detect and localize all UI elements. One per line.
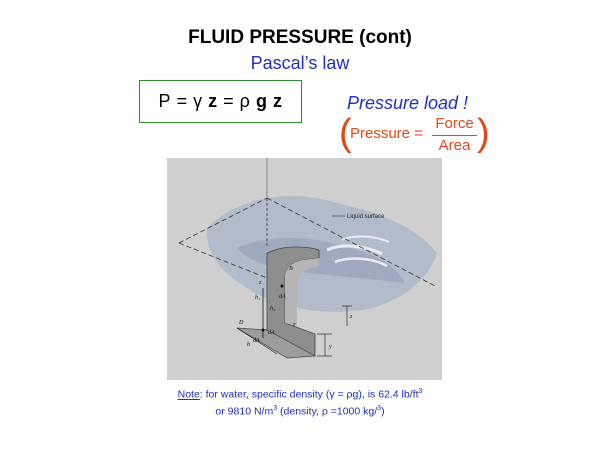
curved-plate-figure: Liquid surface B z dA h₂ h₁ D dA dA b y … bbox=[167, 158, 442, 380]
label-da-upper: dA bbox=[279, 294, 286, 300]
label-b: B bbox=[289, 266, 293, 272]
label-y: y bbox=[328, 344, 332, 350]
label-d: D bbox=[238, 320, 244, 326]
page-subtitle: Pascal’s law bbox=[250, 53, 350, 73]
fraction-numerator: Force bbox=[435, 115, 474, 132]
label-z-dim: z bbox=[349, 314, 353, 320]
label-z-plate: z bbox=[292, 322, 296, 328]
surface-edge-3 bbox=[178, 242, 293, 289]
label-z-upper: z bbox=[258, 280, 262, 286]
label-h1: h₁ bbox=[255, 295, 260, 301]
note-line-1-text: : for water, specific density (γ = ρg), … bbox=[199, 388, 419, 401]
liquid-ripple-1 bbox=[326, 244, 383, 256]
curved-plate-highlight bbox=[285, 258, 319, 326]
liquid-ripple-2 bbox=[334, 257, 388, 268]
page-title: FLUID PRESSURE (cont) bbox=[188, 27, 412, 48]
point-da-upper bbox=[280, 284, 284, 288]
left-paren: ( bbox=[339, 112, 352, 154]
formula-equals-1: = bbox=[176, 91, 188, 111]
plate-base bbox=[236, 327, 317, 359]
note-line-2-sup: 3 bbox=[273, 404, 278, 412]
pressure-lhs: Pressure = bbox=[350, 125, 423, 142]
pressure-load-title: Pressure load ! bbox=[347, 93, 469, 113]
label-h2: h₂ bbox=[270, 306, 275, 312]
note-line-2-a: or 9810 N/m bbox=[215, 405, 274, 417]
pascal-formula-box: P = γ z = ρ g z bbox=[139, 80, 302, 123]
label-da-right: dA bbox=[268, 330, 275, 336]
liquid-surface-label: Liquid surface bbox=[347, 214, 385, 220]
note-line-2-b: (density, ρ =1000 kg/ bbox=[277, 405, 378, 417]
formula-gamma: γ bbox=[193, 91, 203, 111]
fraction-bar bbox=[432, 135, 477, 137]
point-da-lower bbox=[261, 328, 265, 332]
label-da-left: dA bbox=[253, 338, 260, 344]
formula-z-2: z bbox=[272, 91, 283, 111]
label-b-lower: b bbox=[247, 342, 250, 348]
formula-z-1: z bbox=[208, 91, 218, 111]
formula-equals-2: = bbox=[223, 91, 235, 111]
water-density-note: Note: for water, specific density (γ = ρ… bbox=[0, 385, 600, 418]
base-dimension-line bbox=[236, 327, 278, 355]
note-line-1-sup: 3 bbox=[418, 388, 423, 395]
formula-g: g bbox=[255, 91, 268, 111]
surface-edge-1 bbox=[178, 197, 268, 244]
note-line-2-sup-2: 3 bbox=[377, 404, 382, 412]
note-line-2-c: ) bbox=[381, 405, 385, 417]
formula-p: P bbox=[158, 91, 172, 111]
note-line-2: or 9810 N/m3 (density, ρ =1000 kg/3) bbox=[0, 402, 600, 419]
formula-rho: ρ bbox=[239, 91, 251, 111]
note-line-1: Note: for water, specific density (γ = ρ… bbox=[0, 385, 600, 402]
fraction-denominator: Area bbox=[438, 137, 471, 154]
note-label: Note bbox=[177, 388, 200, 401]
right-paren: ) bbox=[477, 112, 490, 154]
